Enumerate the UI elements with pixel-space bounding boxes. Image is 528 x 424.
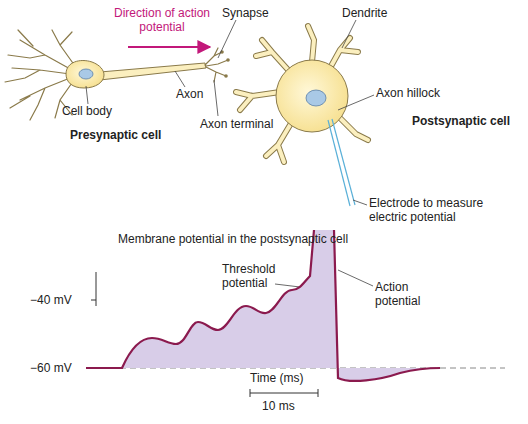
part-label: Axon (176, 87, 216, 101)
cell-body (66, 61, 104, 89)
terminal-branch (206, 67, 226, 82)
membrane-potential-curve (86, 230, 440, 381)
axis-title: Time (ms) (250, 371, 330, 385)
electrode-wire (332, 119, 355, 205)
scale-tick (250, 389, 251, 397)
nucleus (79, 69, 93, 79)
electrode-wire (328, 120, 350, 206)
leader-line (218, 20, 236, 58)
axon-terminal (205, 48, 228, 82)
dendrite-branch (236, 92, 280, 110)
dendrite-branch (52, 30, 75, 66)
part-label: Axon terminal (200, 117, 290, 131)
undershoot-area (337, 368, 440, 381)
bouton (224, 74, 228, 78)
dendrite-branch (5, 68, 70, 82)
part-label: Electrode to measure electric potential (369, 196, 494, 224)
scale-label: 10 ms (262, 399, 322, 413)
terminal-boutons (220, 50, 230, 78)
dendrite-fill (236, 26, 368, 162)
part-label: Synapse (222, 6, 282, 20)
terminal-branch (205, 48, 222, 65)
leader-line (342, 20, 356, 48)
scale-line (250, 393, 318, 394)
dendrite-branch (308, 26, 314, 62)
axon (100, 63, 206, 80)
graph-title: Membrane potential in the postsynaptic c… (118, 232, 418, 246)
scale-tick (318, 389, 319, 397)
part-label: Axon hillock (376, 86, 466, 100)
dendrite-branch (340, 118, 368, 140)
nucleus (306, 90, 326, 106)
cell-body (276, 60, 348, 132)
axis-value: −40 mV (30, 293, 90, 307)
curve-label: Action potential (375, 280, 435, 308)
dendrite-outline (236, 26, 368, 162)
direction-arrow (128, 46, 210, 48)
part-label: Dendrite (342, 6, 412, 20)
dendrite-branch (330, 38, 358, 68)
y-axis (96, 272, 97, 306)
arrow-label: Direction of action potential (112, 6, 212, 34)
electrode (328, 119, 355, 206)
dendrite-branch (236, 92, 280, 110)
leader-line (275, 284, 300, 287)
bouton (226, 58, 230, 62)
scale-bar (250, 389, 318, 397)
leader-line (175, 71, 185, 87)
curve-label: Threshold potential (222, 262, 292, 290)
dendrite-branch (340, 118, 368, 140)
dendrite-branch (256, 40, 290, 72)
terminal-branch (206, 60, 228, 66)
cell-title: Postsynaptic cell (412, 114, 528, 128)
leader-line (353, 200, 367, 205)
dendrite-branch (308, 26, 314, 62)
dendrite-branch (330, 38, 358, 68)
leader-line (338, 95, 374, 110)
cell-title: Presynaptic cell (70, 128, 190, 142)
dendrite-branch (256, 40, 290, 72)
axis-tick (91, 300, 96, 301)
leader-line (214, 80, 218, 116)
leader-line (86, 86, 88, 104)
dendrite-branch (8, 30, 72, 70)
axis-value: −60 mV (30, 361, 90, 375)
leader-line (338, 270, 373, 286)
postsynaptic-dendrites (236, 26, 368, 162)
part-label: Cell body (62, 104, 132, 118)
